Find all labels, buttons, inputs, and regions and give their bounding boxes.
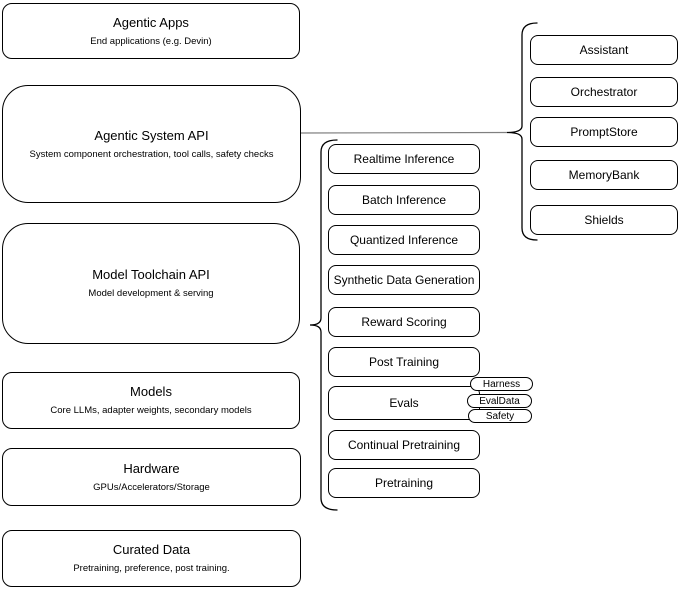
box-label: Synthetic Data Generation — [333, 273, 475, 287]
box-label: Evals — [389, 396, 419, 410]
tag-label: Safety — [485, 410, 515, 422]
box-subtitle: System component orchestration, tool cal… — [29, 148, 274, 160]
box-agentic-system-api: Agentic System API System component orch… — [2, 85, 301, 203]
tag-safety: Safety — [468, 409, 532, 423]
box-assistant: Assistant — [530, 35, 678, 65]
box-batch-inference: Batch Inference — [328, 185, 480, 215]
box-label: Orchestrator — [570, 85, 638, 99]
tag-label: EvalData — [479, 395, 520, 407]
box-title: Agentic Apps — [113, 14, 189, 30]
box-memorybank: MemoryBank — [530, 160, 678, 190]
box-post-training: Post Training — [328, 347, 480, 377]
box-agentic-apps: Agentic Apps End applications (e.g. Devi… — [2, 3, 300, 59]
box-hardware: Hardware GPUs/Accelerators/Storage — [2, 448, 301, 506]
box-subtitle: GPUs/Accelerators/Storage — [93, 481, 210, 493]
box-title: Models — [130, 384, 172, 399]
box-subtitle: Core LLMs, adapter weights, secondary mo… — [50, 405, 252, 416]
box-label: Pretraining — [374, 476, 434, 490]
box-label: Post Training — [368, 355, 440, 369]
box-shields: Shields — [530, 205, 678, 235]
box-reward-scoring: Reward Scoring — [328, 307, 480, 337]
box-label: Realtime Inference — [353, 152, 455, 166]
box-synthetic-data-generation: Synthetic Data Generation — [328, 265, 480, 295]
box-label: Batch Inference — [361, 193, 447, 207]
box-title: Model Toolchain API — [92, 267, 210, 282]
box-evals: Evals — [328, 386, 480, 420]
box-promptstore: PromptStore — [530, 117, 678, 147]
box-quantized-inference: Quantized Inference — [328, 225, 480, 255]
box-label: Continual Pretraining — [347, 438, 461, 452]
tag-evaldata: EvalData — [467, 394, 532, 408]
box-continual-pretraining: Continual Pretraining — [328, 430, 480, 460]
box-label: MemoryBank — [568, 168, 640, 182]
box-title: Hardware — [123, 460, 180, 476]
box-label: Shields — [584, 213, 624, 227]
api-components-connector — [300, 131, 508, 134]
box-label: Assistant — [579, 43, 629, 57]
box-subtitle: Pretraining, preference, post training. — [73, 563, 230, 574]
box-orchestrator: Orchestrator — [530, 77, 678, 107]
box-model-toolchain-api: Model Toolchain API Model development & … — [2, 223, 300, 344]
box-pretraining: Pretraining — [328, 468, 480, 498]
box-realtime-inference: Realtime Inference — [328, 144, 480, 174]
box-label: Reward Scoring — [361, 315, 447, 329]
box-label: Quantized Inference — [349, 233, 459, 247]
tag-label: Harness — [482, 378, 521, 390]
box-curated-data: Curated Data Pretraining, preference, po… — [2, 530, 301, 587]
box-title: Agentic System API — [94, 127, 209, 143]
box-subtitle: End applications (e.g. Devin) — [90, 35, 212, 47]
tag-harness: Harness — [470, 377, 533, 391]
box-models: Models Core LLMs, adapter weights, secon… — [2, 372, 300, 429]
box-subtitle: Model development & serving — [88, 288, 214, 299]
box-label: PromptStore — [570, 125, 638, 139]
box-title: Curated Data — [112, 542, 191, 557]
